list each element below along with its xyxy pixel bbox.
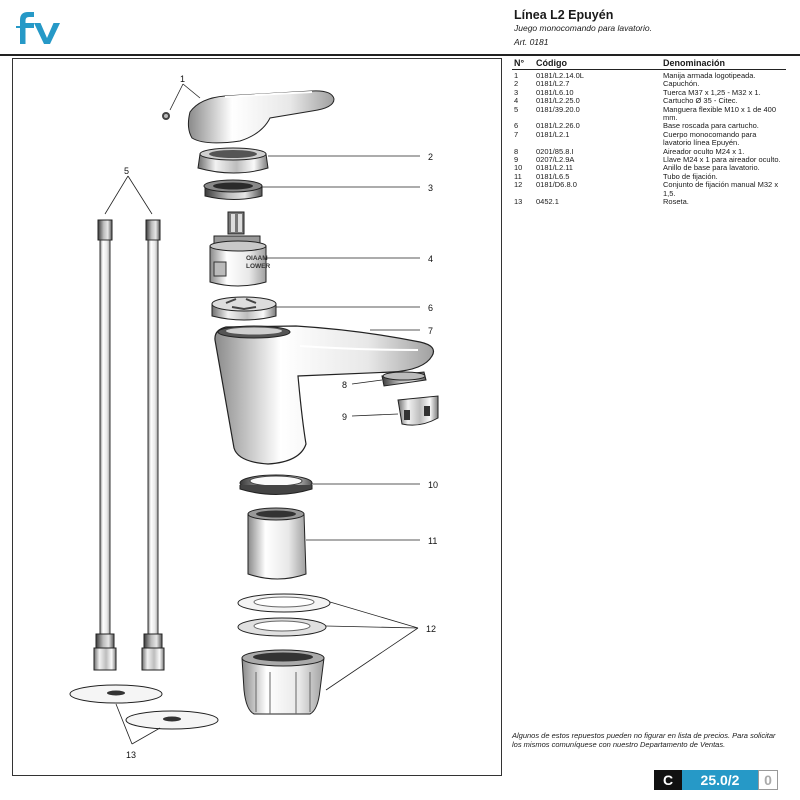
cartridge-marking-2: LOWER <box>246 263 270 270</box>
rosettes-part <box>69 684 219 730</box>
callout-4: 4 <box>428 254 433 264</box>
table-row: 13 0452.1 Roseta. <box>514 197 784 207</box>
part-description: Anillo de base para lavatorio. <box>663 163 760 173</box>
section-letter: C <box>654 770 682 790</box>
part-code: 0181/L6.10 <box>536 87 574 97</box>
table-row: 5 0181/39.20.0 Manguera flexible M10 x 1 d… <box>514 104 784 123</box>
threaded-base-part <box>211 296 277 321</box>
cartridge-part: OIAAM LOWER <box>209 211 270 287</box>
part-number: 13 <box>514 197 523 207</box>
aerator-part <box>381 371 427 387</box>
fv-logo-icon <box>16 12 60 44</box>
table-row: 1 0181/L2.14.0L Manija armada logotipeada. <box>514 71 784 80</box>
callout-6: 6 <box>428 303 433 313</box>
exploded-diagram-frame <box>12 58 502 776</box>
exploded-diagram: OIAAM LOWER <box>69 74 439 760</box>
part-description: Cuerpo monocomando para lavatorio línea … <box>663 129 757 148</box>
table-row: 4 0181/L2.25.0 Cartucho Ø 35 - Citec. <box>514 96 784 106</box>
page-subtitle: Juego monocomando para lavatorio. <box>514 23 652 33</box>
part-code: 0181/L2.1 <box>536 129 570 139</box>
part-code: 0201/85.8.I <box>536 146 574 156</box>
page-number: 25.0/2 <box>682 770 758 790</box>
flexible-hoses-part <box>93 219 165 671</box>
callout-9: 9 <box>342 412 347 422</box>
parts-table: 1 0181/L2.14.0L Manija armada logotipeada.… <box>514 71 784 207</box>
col-header-code: Código <box>536 58 567 68</box>
part-number: 12 <box>514 180 523 190</box>
table-row: 7 0181/L2.1 Cuerpo monocomando para lavato… <box>514 129 784 148</box>
aerator-key-part <box>397 395 439 426</box>
part-code: 0207/L2.9A <box>536 155 575 165</box>
revision-number: 0 <box>758 770 778 790</box>
part-code: 0452.1 <box>536 197 559 207</box>
table-row: 9 0207/L2.9A Llave M24 x 1 para aireador o… <box>514 155 784 165</box>
fixing-tube-part <box>247 507 307 580</box>
part-description: Llave M24 x 1 para aireador oculto. <box>663 155 781 165</box>
part-description: Tuerca M37 x 1,25 - M32 x 1. <box>663 87 761 97</box>
callout-2: 2 <box>428 152 433 162</box>
part-number: 9 <box>514 155 519 165</box>
cap-part <box>197 147 269 174</box>
table-row: 2 0181/L2.7 Capuchón. <box>514 79 784 89</box>
part-number: 6 <box>514 121 519 131</box>
handle-part <box>162 90 335 144</box>
page-title: Línea L2 Epuyén <box>514 8 614 22</box>
base-ring-part <box>239 474 313 495</box>
part-number: 2 <box>514 79 519 89</box>
part-code: 0181/L6.5 <box>536 171 570 181</box>
part-number: 11 <box>514 171 522 181</box>
table-row: 11 0181/L6.5 Tubo de fijación. <box>514 171 784 181</box>
callout-13: 13 <box>126 750 136 760</box>
part-code: 0181/L2.7 <box>536 79 570 89</box>
part-number: 8 <box>514 146 519 156</box>
col-header-number: N° <box>514 58 525 68</box>
callout-3: 3 <box>428 183 433 193</box>
part-description: Cartucho Ø 35 - Citec. <box>663 96 738 106</box>
footer-note: Algunos de estos repuestos pueden no fig… <box>512 731 776 749</box>
callout-12: 12 <box>426 624 436 634</box>
leader-lines <box>104 83 420 745</box>
part-code: 0181/L2.11 <box>536 163 573 173</box>
table-row: 8 0201/85.8.I Aireador oculto M24 x 1. <box>514 146 784 156</box>
table-row: 10 0181/L2.11 Anillo de base para lavatori… <box>514 163 784 173</box>
part-description: Roseta. <box>663 197 689 207</box>
header-divider <box>0 54 800 56</box>
callout-7: 7 <box>428 326 433 336</box>
part-description: Capuchón. <box>663 79 700 89</box>
page-badge: C 25.0/2 0 <box>654 770 778 790</box>
callout-1: 1 <box>180 74 185 84</box>
part-number: 5 <box>514 104 519 114</box>
table-row: 12 0181/D6.8.0 Conjunto de fijación manual… <box>514 180 784 198</box>
part-description: Tubo de fijación. <box>663 171 718 181</box>
part-description: Conjunto de fijación manual M32 x 1,5. <box>663 180 779 198</box>
callout-5: 5 <box>124 166 129 176</box>
part-code: 0181/39.20.0 <box>536 104 580 114</box>
part-code: 0181/L2.26.0 <box>536 121 580 131</box>
fixing-set-part <box>237 593 331 715</box>
nut-part <box>203 179 263 200</box>
part-code: 0181/L2.14.0L <box>536 71 584 80</box>
table-row: 3 0181/L6.10 Tuerca M37 x 1,25 - M32 x 1. <box>514 87 784 97</box>
part-code: 0181/L2.25.0 <box>536 96 580 106</box>
part-number: 7 <box>514 129 519 139</box>
part-description: Base roscada para cartucho. <box>663 121 759 131</box>
part-number: 10 <box>514 163 523 173</box>
callout-11: 11 <box>428 536 437 546</box>
part-description: Manguera flexible M10 x 1 de 400 mm. <box>663 104 776 123</box>
part-description: Aireador oculto M24 x 1. <box>663 146 745 156</box>
cartridge-marking-1: OIAAM <box>246 255 268 262</box>
table-row: 6 0181/L2.26.0 Base roscada para cartucho. <box>514 121 784 131</box>
table-header-rule <box>512 69 786 70</box>
part-number: 4 <box>514 96 519 106</box>
callout-8: 8 <box>342 380 347 390</box>
part-number: 1 <box>514 71 519 80</box>
part-number: 3 <box>514 87 519 97</box>
col-header-description: Denominación <box>663 58 726 68</box>
article-number: Art. 0181 <box>514 37 549 47</box>
part-code: 0181/D6.8.0 <box>536 180 577 190</box>
faucet-body-part <box>214 325 435 465</box>
callout-10: 10 <box>428 480 438 490</box>
part-description: Manija armada logotipeada. <box>663 71 756 80</box>
